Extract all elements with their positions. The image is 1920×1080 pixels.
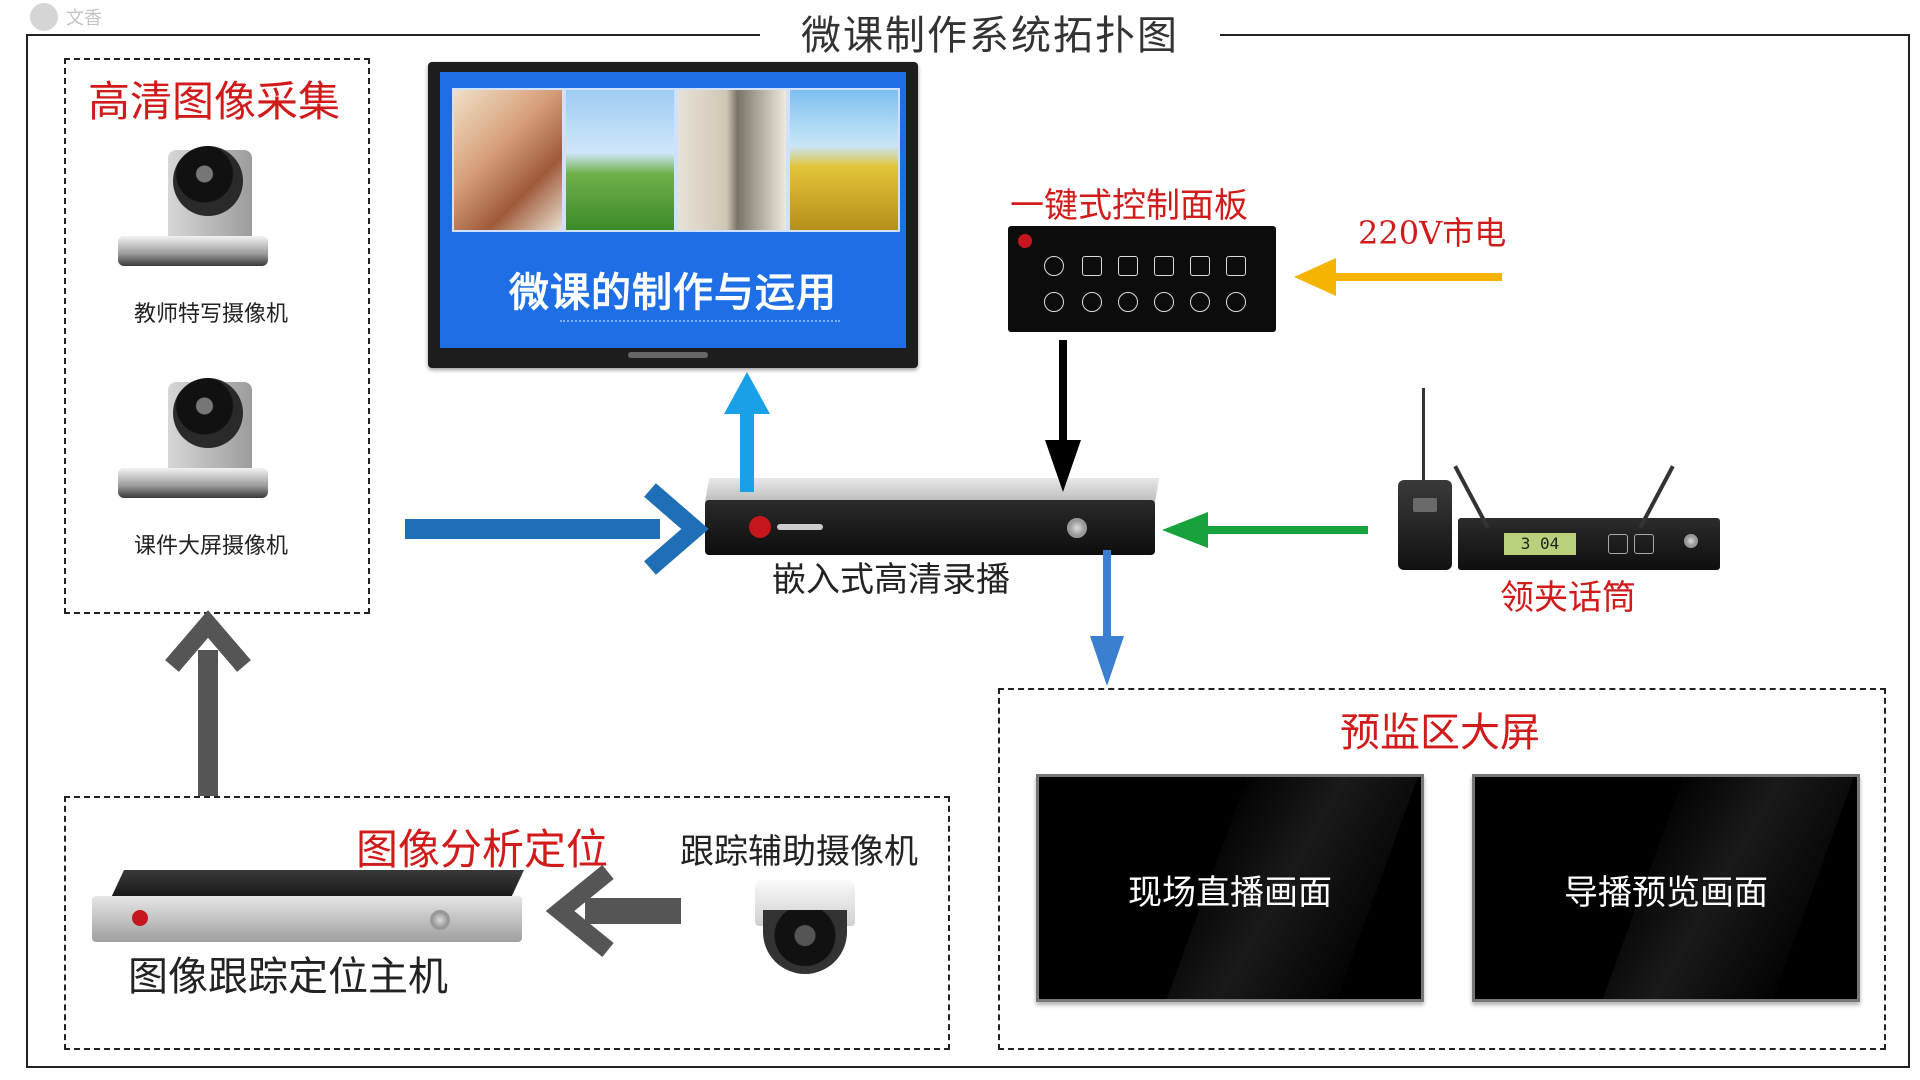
panel-button [1190, 256, 1210, 276]
tv-icon: 导播预览画面 [1472, 774, 1860, 1002]
analysis-group [64, 796, 950, 1050]
panel-button [1118, 292, 1138, 312]
thumb-students-image [452, 88, 564, 232]
monitor-screen: 微课的制作与运用 [440, 72, 906, 348]
control-panel-icon [1008, 226, 1276, 332]
arrow-recorder-to-monitor [724, 372, 770, 492]
arrow-mic-to-recorder [1162, 512, 1368, 548]
recorder-brand-strip [777, 524, 823, 530]
thumb-wheat-image [788, 88, 900, 232]
receiver-button [1634, 534, 1654, 554]
recorder-label: 嵌入式高清录播 [772, 560, 1010, 600]
panel-button [1082, 292, 1102, 312]
tracker-power-icon [430, 910, 450, 930]
power-label: 220V市电 [1358, 214, 1507, 252]
live-screen-label: 现场直播画面 [1128, 873, 1332, 913]
arrow-dome-to-host [545, 865, 681, 957]
panel-power-button [1044, 256, 1064, 276]
receiver-power-icon [1684, 534, 1698, 548]
capture-group [64, 58, 370, 614]
recorder-logo-icon [749, 516, 771, 538]
tv-icon: 现场直播画面 [1036, 774, 1424, 1002]
teacher-camera-label: 教师特写摄像机 [134, 302, 289, 327]
mic-antenna [1422, 388, 1425, 480]
panel-button [1118, 256, 1138, 276]
arrow-recorder-to-preview [1090, 550, 1124, 686]
panel-button [1226, 292, 1246, 312]
watermark-logo-icon [30, 3, 58, 31]
preview-group [998, 688, 1886, 1050]
watermark: 文香 [30, 2, 102, 32]
capture-label: 高清图像采集 [88, 77, 341, 126]
arrow-panel-to-recorder [1045, 340, 1081, 492]
monitor-screen-title: 微课的制作与运用 [509, 270, 837, 316]
panel-button [1154, 256, 1174, 276]
mic-receiver-icon [1398, 388, 1452, 570]
control-panel-label: 一键式控制面板 [1010, 186, 1248, 226]
tracking-camera-label: 跟踪辅助摄像机 [680, 832, 918, 872]
recorder-icon [705, 500, 1155, 555]
arrow-cameras-to-recorder [405, 483, 709, 575]
preview-area-label: 预监区大屏 [1340, 710, 1540, 756]
analysis-label: 图像分析定位 [356, 825, 609, 874]
monitor-icon: 微课的制作与运用 [428, 62, 918, 368]
thumb-magnifier-image [676, 88, 788, 232]
page-title: 微课制作系统拓扑图 [760, 8, 1220, 64]
panel-button [1154, 292, 1174, 312]
mic-pack-display [1413, 498, 1437, 512]
tracker-logo-icon [132, 910, 148, 926]
ptz-camera-icon [118, 136, 268, 276]
screen-divider [560, 320, 840, 322]
monitor-brand-strip [628, 352, 708, 358]
receiver-lcd: 3 04 [1504, 533, 1576, 555]
courseware-camera-label: 课件大屏摄像机 [134, 534, 289, 559]
arrow-power-to-panel [1294, 258, 1502, 296]
mic-label: 领夹话筒 [1500, 578, 1636, 618]
ptz-camera-icon [118, 368, 268, 508]
receiver-button [1608, 534, 1628, 554]
panel-button [1082, 256, 1102, 276]
panel-button [1190, 292, 1210, 312]
watermark-text: 文香 [66, 8, 102, 29]
recorder-power-icon [1067, 518, 1087, 538]
tracker-host-icon [92, 896, 522, 942]
arrow-host-to-capture [165, 610, 251, 796]
thumb-field-image [564, 88, 676, 232]
panel-button [1044, 292, 1064, 312]
panel-logo-icon [1018, 234, 1032, 248]
tracking-host-label: 图像跟踪定位主机 [128, 954, 448, 1000]
panel-button [1226, 256, 1246, 276]
receiver-body: 3 04 [1453, 465, 1720, 570]
director-screen-label: 导播预览画面 [1564, 873, 1768, 913]
dome-camera-icon [755, 880, 855, 976]
